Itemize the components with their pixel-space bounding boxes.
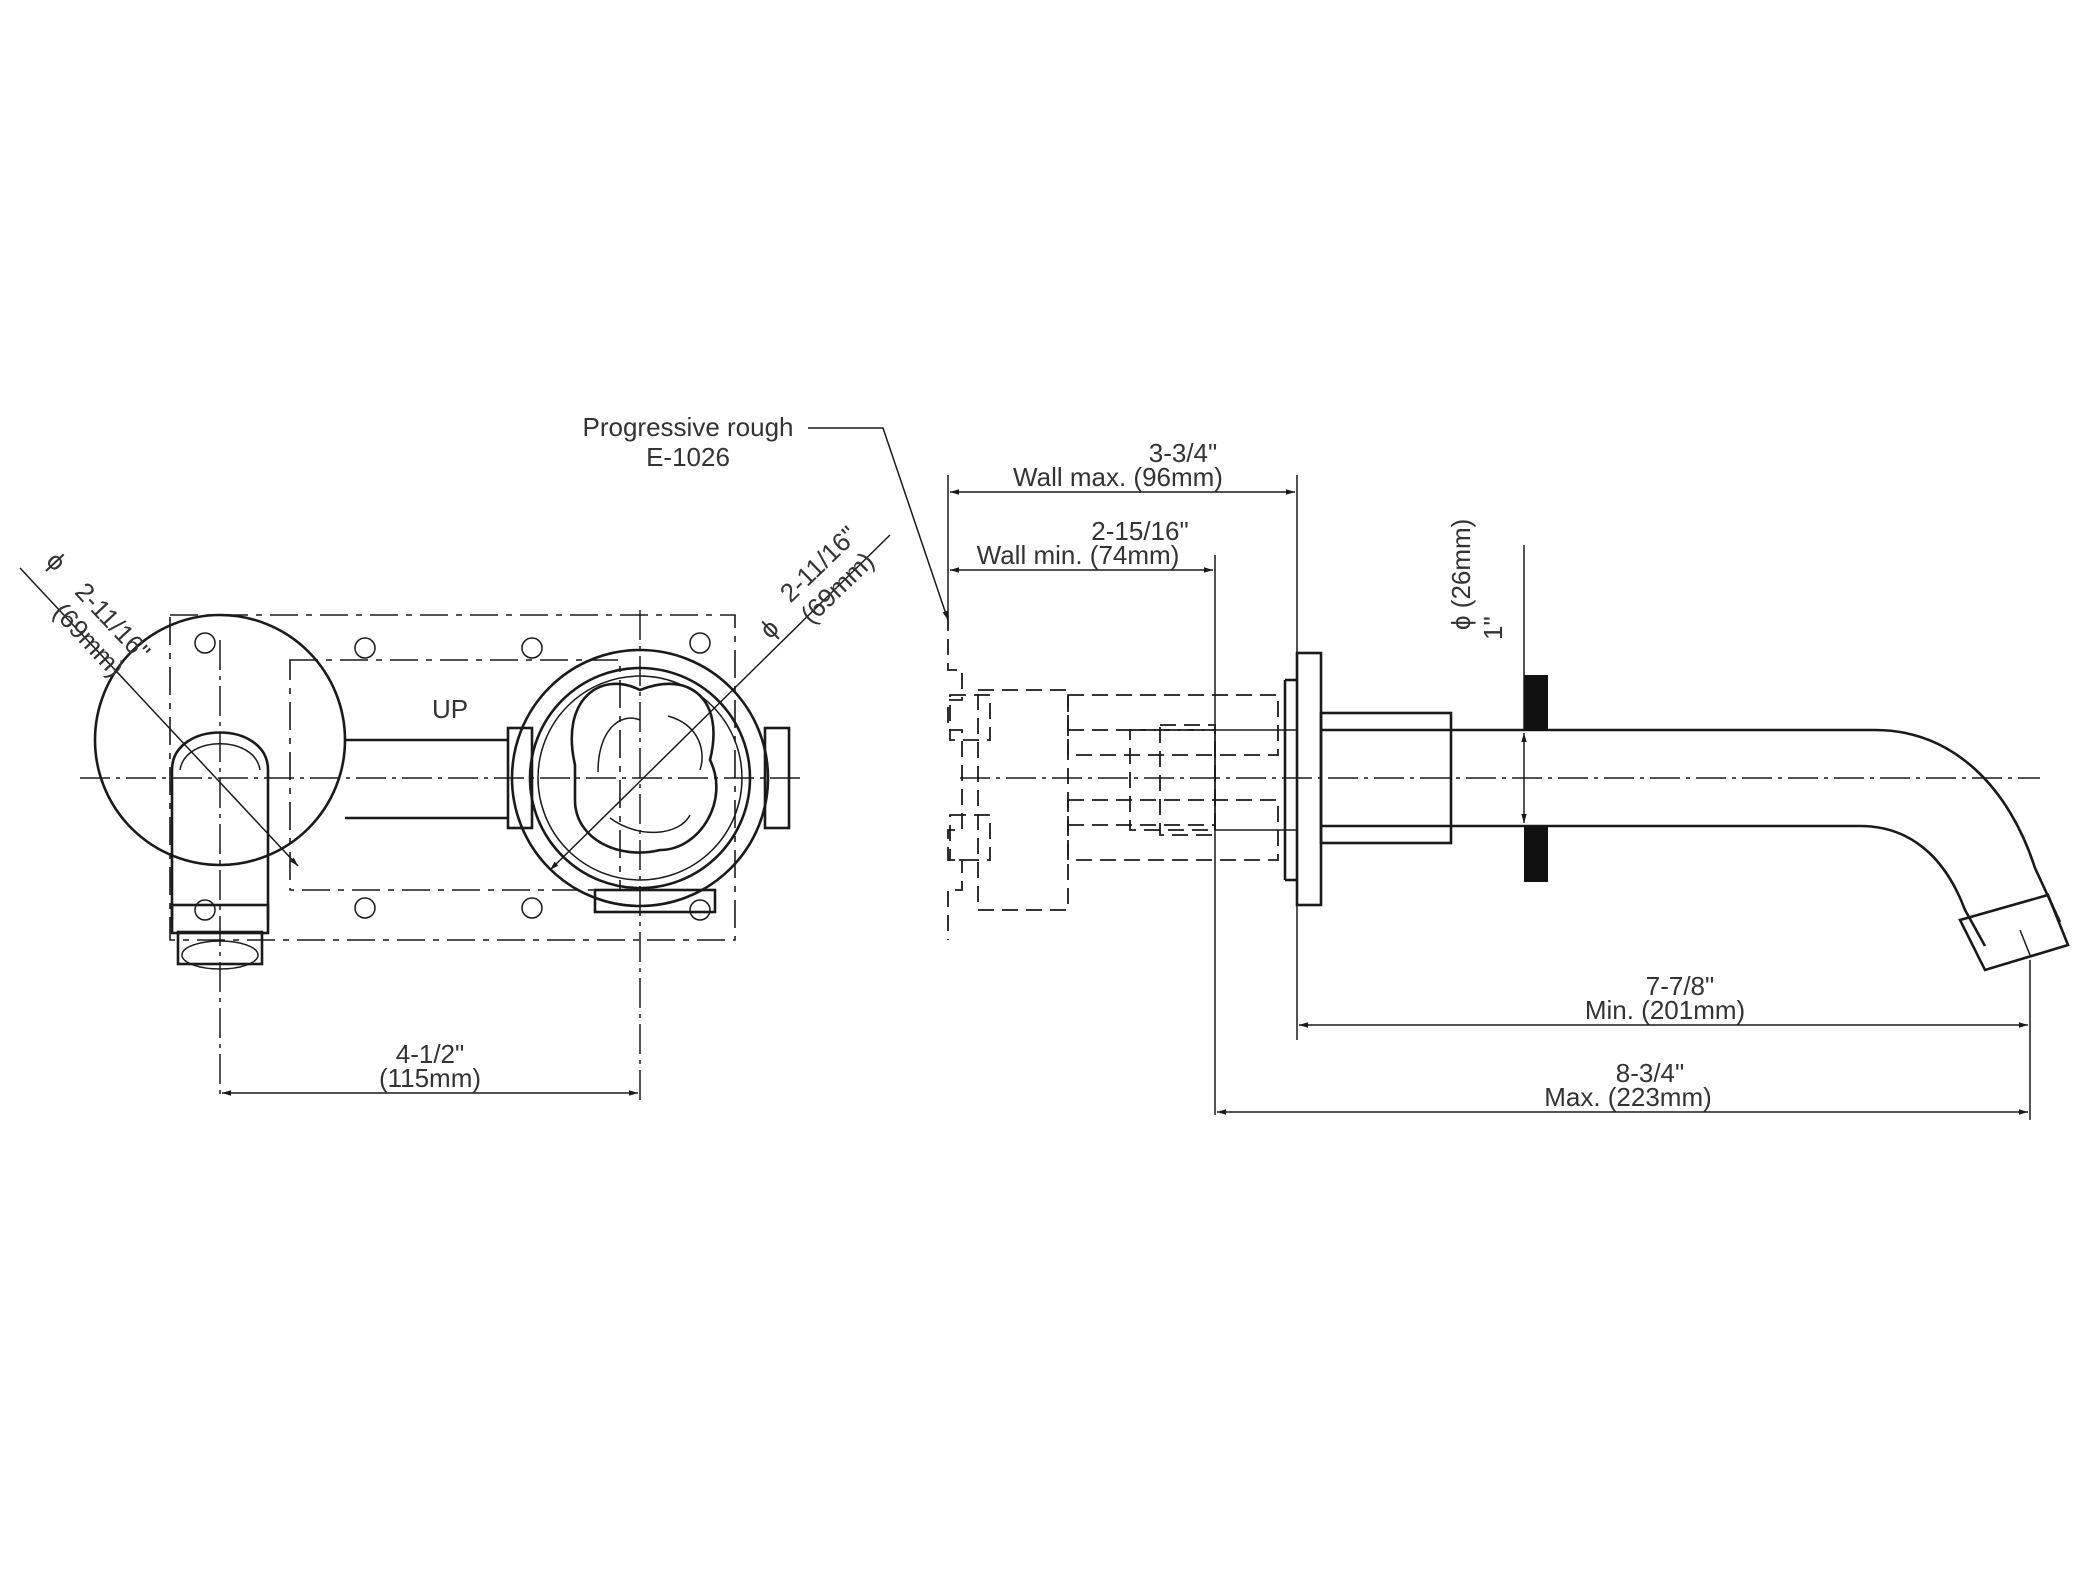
reach-max-imperial: 8-3/4": [1616, 1058, 1685, 1088]
up-label: UP: [432, 694, 468, 724]
reach-min-imperial: 7-7/8": [1646, 971, 1715, 1001]
front-view: UP ϕ 2-11/16" (69mm) ϕ 2-11/16" (69mm) 4…: [19, 520, 891, 1100]
spout-dia-label: 1" ϕ (26mm): [1446, 519, 1508, 640]
centers-imperial: 4-1/2": [396, 1039, 465, 1069]
svg-text:1": 1": [1478, 616, 1508, 640]
handle-dia-leader: [549, 534, 891, 871]
spout-front: [170, 731, 270, 970]
wheel-handle: [510, 648, 770, 908]
callout-leader: [808, 427, 949, 621]
wall-max-label: Wall max. (96mm): [1013, 462, 1223, 492]
svg-text:ϕ (26mm): ϕ (26mm): [1446, 519, 1476, 630]
sleeve-collar: [1319, 711, 1453, 845]
rough-plate-inner: [289, 659, 621, 891]
svg-text:ϕ: ϕ: [753, 613, 784, 645]
svg-text:ϕ: ϕ: [41, 546, 73, 577]
spout-dia-marker-bottom: [1524, 826, 1548, 882]
spout-side: [1321, 728, 2070, 972]
mounting-holes: [194, 632, 711, 921]
centers-metric: (115mm): [379, 1063, 481, 1093]
reach-max-label: Max. (223mm): [1544, 1082, 1712, 1112]
side-view: 1" ϕ (26mm) 3-3/4" Wall max. (96mm) 2-15…: [947, 438, 2070, 1120]
spout-dia-marker-top: [1524, 675, 1548, 731]
reach-min-label: Min. (201mm): [1585, 995, 1745, 1025]
side-flange: [1295, 651, 1323, 907]
rough-valve-hidden: [949, 689, 1279, 911]
wall-min-label: Wall min. (74mm): [977, 540, 1180, 570]
escutcheon-dia-leader: [19, 567, 299, 867]
callout-line1: Progressive rough: [583, 412, 794, 442]
valve-body: [345, 726, 791, 914]
handle-dia-label: ϕ 2-11/16" (69mm): [753, 520, 880, 645]
rough-callout: Progressive rough E-1026: [583, 412, 949, 621]
escutcheon-dia-label: ϕ 2-11/16" (69mm): [41, 546, 157, 683]
wall-min-imperial: 2-15/16": [1091, 516, 1188, 546]
wall-line: [947, 615, 963, 940]
wall-max-imperial: 3-3/4": [1149, 438, 1218, 468]
callout-line2: E-1026: [646, 442, 730, 472]
